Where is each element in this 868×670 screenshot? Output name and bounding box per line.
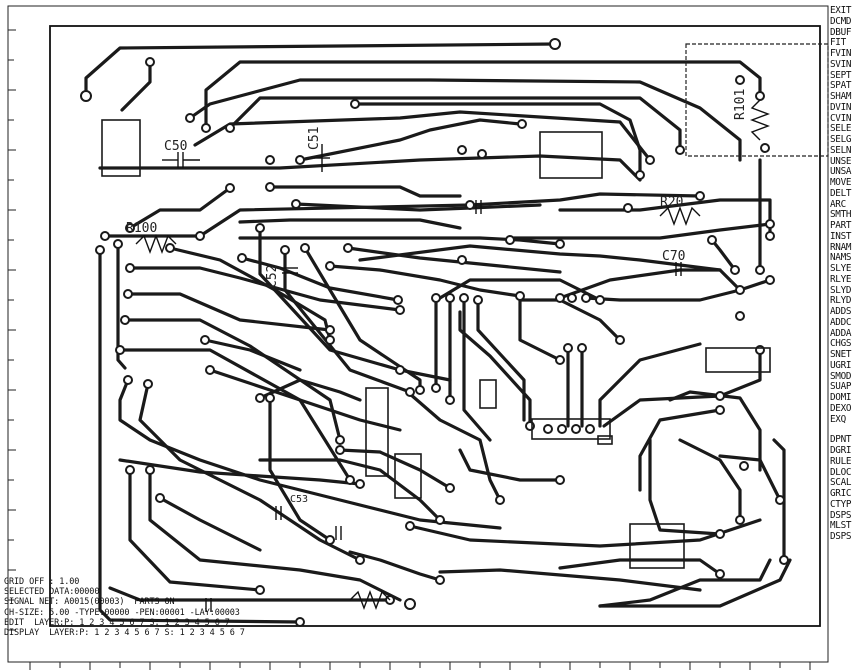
ref-c70: C70 [662, 249, 685, 264]
menu-item-dpnt[interactable]: DPNT [830, 435, 852, 446]
edit-label: EDIT [4, 617, 25, 628]
menu-item-unse[interactable]: UNSE [830, 156, 852, 167]
menu-item-sham[interactable]: SHAM [830, 92, 852, 102]
menu-item-part[interactable]: PART [830, 221, 852, 231]
menu-item-smth[interactable]: SMTH [830, 210, 852, 221]
ref-c50: C50 [164, 139, 187, 154]
display-layer-row: DISPLAY LAYER:P: 1 2 3 4 5 6 7 S: 1 2 3 … [4, 628, 444, 638]
menu-item-chgs[interactable]: CHGS [830, 339, 852, 350]
menu-item-adds[interactable]: ADDS [830, 307, 852, 317]
menu-separator [830, 425, 868, 435]
menu-item-dsps[interactable]: DSPS [830, 510, 852, 521]
selected-data-status: SELECTED DATA:00000 [4, 587, 100, 598]
menu-item-snet[interactable]: SNET [830, 350, 852, 360]
menu-item-selg[interactable]: SELG [830, 135, 852, 145]
menu-item-move[interactable]: MOVE [830, 178, 852, 188]
ref-r20: R20 [660, 195, 683, 210]
ref-c53: C53 [290, 494, 308, 505]
ref-r101: R101 [733, 89, 748, 120]
menu-item-spat[interactable]: SPAT [830, 81, 852, 92]
menu-item-fit[interactable]: FIT [830, 38, 846, 49]
menu-item-svin[interactable]: SVIN [830, 59, 852, 70]
edit-layer-row: EDIT LAYER:P: 1 2 3 4 5 6 7 S: 1 2 3 4 5… [4, 618, 444, 628]
menu-item-ugri[interactable]: UGRI [830, 360, 852, 371]
menu-item-unsa[interactable]: UNSA [830, 167, 852, 178]
menu-item-exit[interactable]: EXIT [830, 6, 852, 16]
ref-r100: R100 [126, 221, 157, 236]
menu-item-adda[interactable]: ADDA [830, 328, 852, 339]
menu-item-cvin[interactable]: CVIN [830, 113, 852, 124]
menu-item-inst[interactable]: INST [830, 231, 852, 242]
component-bodies[interactable] [101, 119, 771, 569]
status-panel: GRID OFF : 1.00 SELECTED DATA:00000 SIGN… [4, 577, 444, 638]
char-size-status: CH-SIZE: 5.00 -TYPE:00000 -PEN:00001 -LA… [4, 607, 240, 618]
menu-item-rlyd[interactable]: RLYD [830, 296, 852, 307]
pads[interactable] [80, 38, 789, 627]
menu-item-suap[interactable]: SUAP [830, 382, 852, 393]
display-layers[interactable]: LAYER:P: 1 2 3 4 5 6 7 S: 1 2 3 4 5 6 7 [49, 627, 245, 638]
parts-status: PARTS ON [134, 597, 175, 608]
menu-item-exq[interactable]: EXQ [830, 414, 846, 425]
grid-status: GRID OFF : 1.00 [4, 577, 80, 587]
menu-item-scal[interactable]: SCAL [830, 478, 852, 489]
edit-layers[interactable]: LAYER:P: 1 2 3 4 5 6 7 S: 1 2 3 4 5 6 7 [34, 617, 230, 628]
menu-item-slye[interactable]: SLYE [830, 264, 852, 274]
ref-c52: C52 [265, 265, 280, 288]
reference-designators: C50 C51 C52 C53 C70 R20 R100 R101 [126, 89, 748, 505]
signal-net-row: SIGNAL NET: A0015(00003) PARTS ON [4, 597, 444, 607]
display-label: DISPLAY [4, 627, 40, 638]
menu-item-seln[interactable]: SELN [830, 145, 852, 156]
bottom-ruler [29, 662, 811, 670]
menu-item-dexo[interactable]: DEXO [830, 403, 852, 414]
menu-item-fvin[interactable]: FVIN [830, 49, 852, 59]
canvas-frame [7, 5, 829, 663]
menu-item-dbuf[interactable]: DBUF [830, 27, 852, 38]
menu-item-delt[interactable]: DELT [830, 188, 852, 199]
menu-item-rlye[interactable]: RLYE [830, 274, 852, 285]
connector-footprint[interactable] [531, 418, 611, 440]
menu-item-gric[interactable]: GRIC [830, 489, 852, 499]
menu-item-arc[interactable]: ARC [830, 199, 846, 210]
board-outline [49, 25, 821, 627]
menu-item-dcmd[interactable]: DCMD [830, 16, 852, 27]
menu-item-domi[interactable]: DOMI [830, 393, 852, 403]
menu-item-slyd[interactable]: SLYD [830, 285, 852, 296]
menu-item-sele[interactable]: SELE [830, 124, 852, 135]
selection-box[interactable] [685, 43, 829, 157]
menu-item-mlst[interactable]: MLST [830, 521, 852, 532]
menu-item-rule[interactable]: RULE [830, 456, 852, 467]
ref-c51: C51 [307, 127, 322, 150]
menu-item-sept[interactable]: SEPT [830, 70, 852, 81]
component-symbols [135, 99, 770, 612]
menu-item-dsps[interactable]: DSPS [830, 532, 852, 542]
menu-item-dgri[interactable]: DGRI [830, 446, 852, 456]
menu-item-ctyp[interactable]: CTYP [830, 499, 852, 510]
menu-item-dloc[interactable]: DLOC [830, 467, 852, 478]
menu-item-nams[interactable]: NAMS [830, 253, 852, 264]
left-ruler [8, 29, 16, 631]
signal-net-status: SIGNAL NET: A0015(00003) [4, 597, 125, 608]
menu-item-rnam[interactable]: RNAM [830, 242, 852, 253]
menu-item-dvin[interactable]: DVIN [830, 102, 852, 113]
menu-item-addc[interactable]: ADDC [830, 317, 852, 328]
menu-item-smod[interactable]: SMOD [830, 371, 852, 382]
